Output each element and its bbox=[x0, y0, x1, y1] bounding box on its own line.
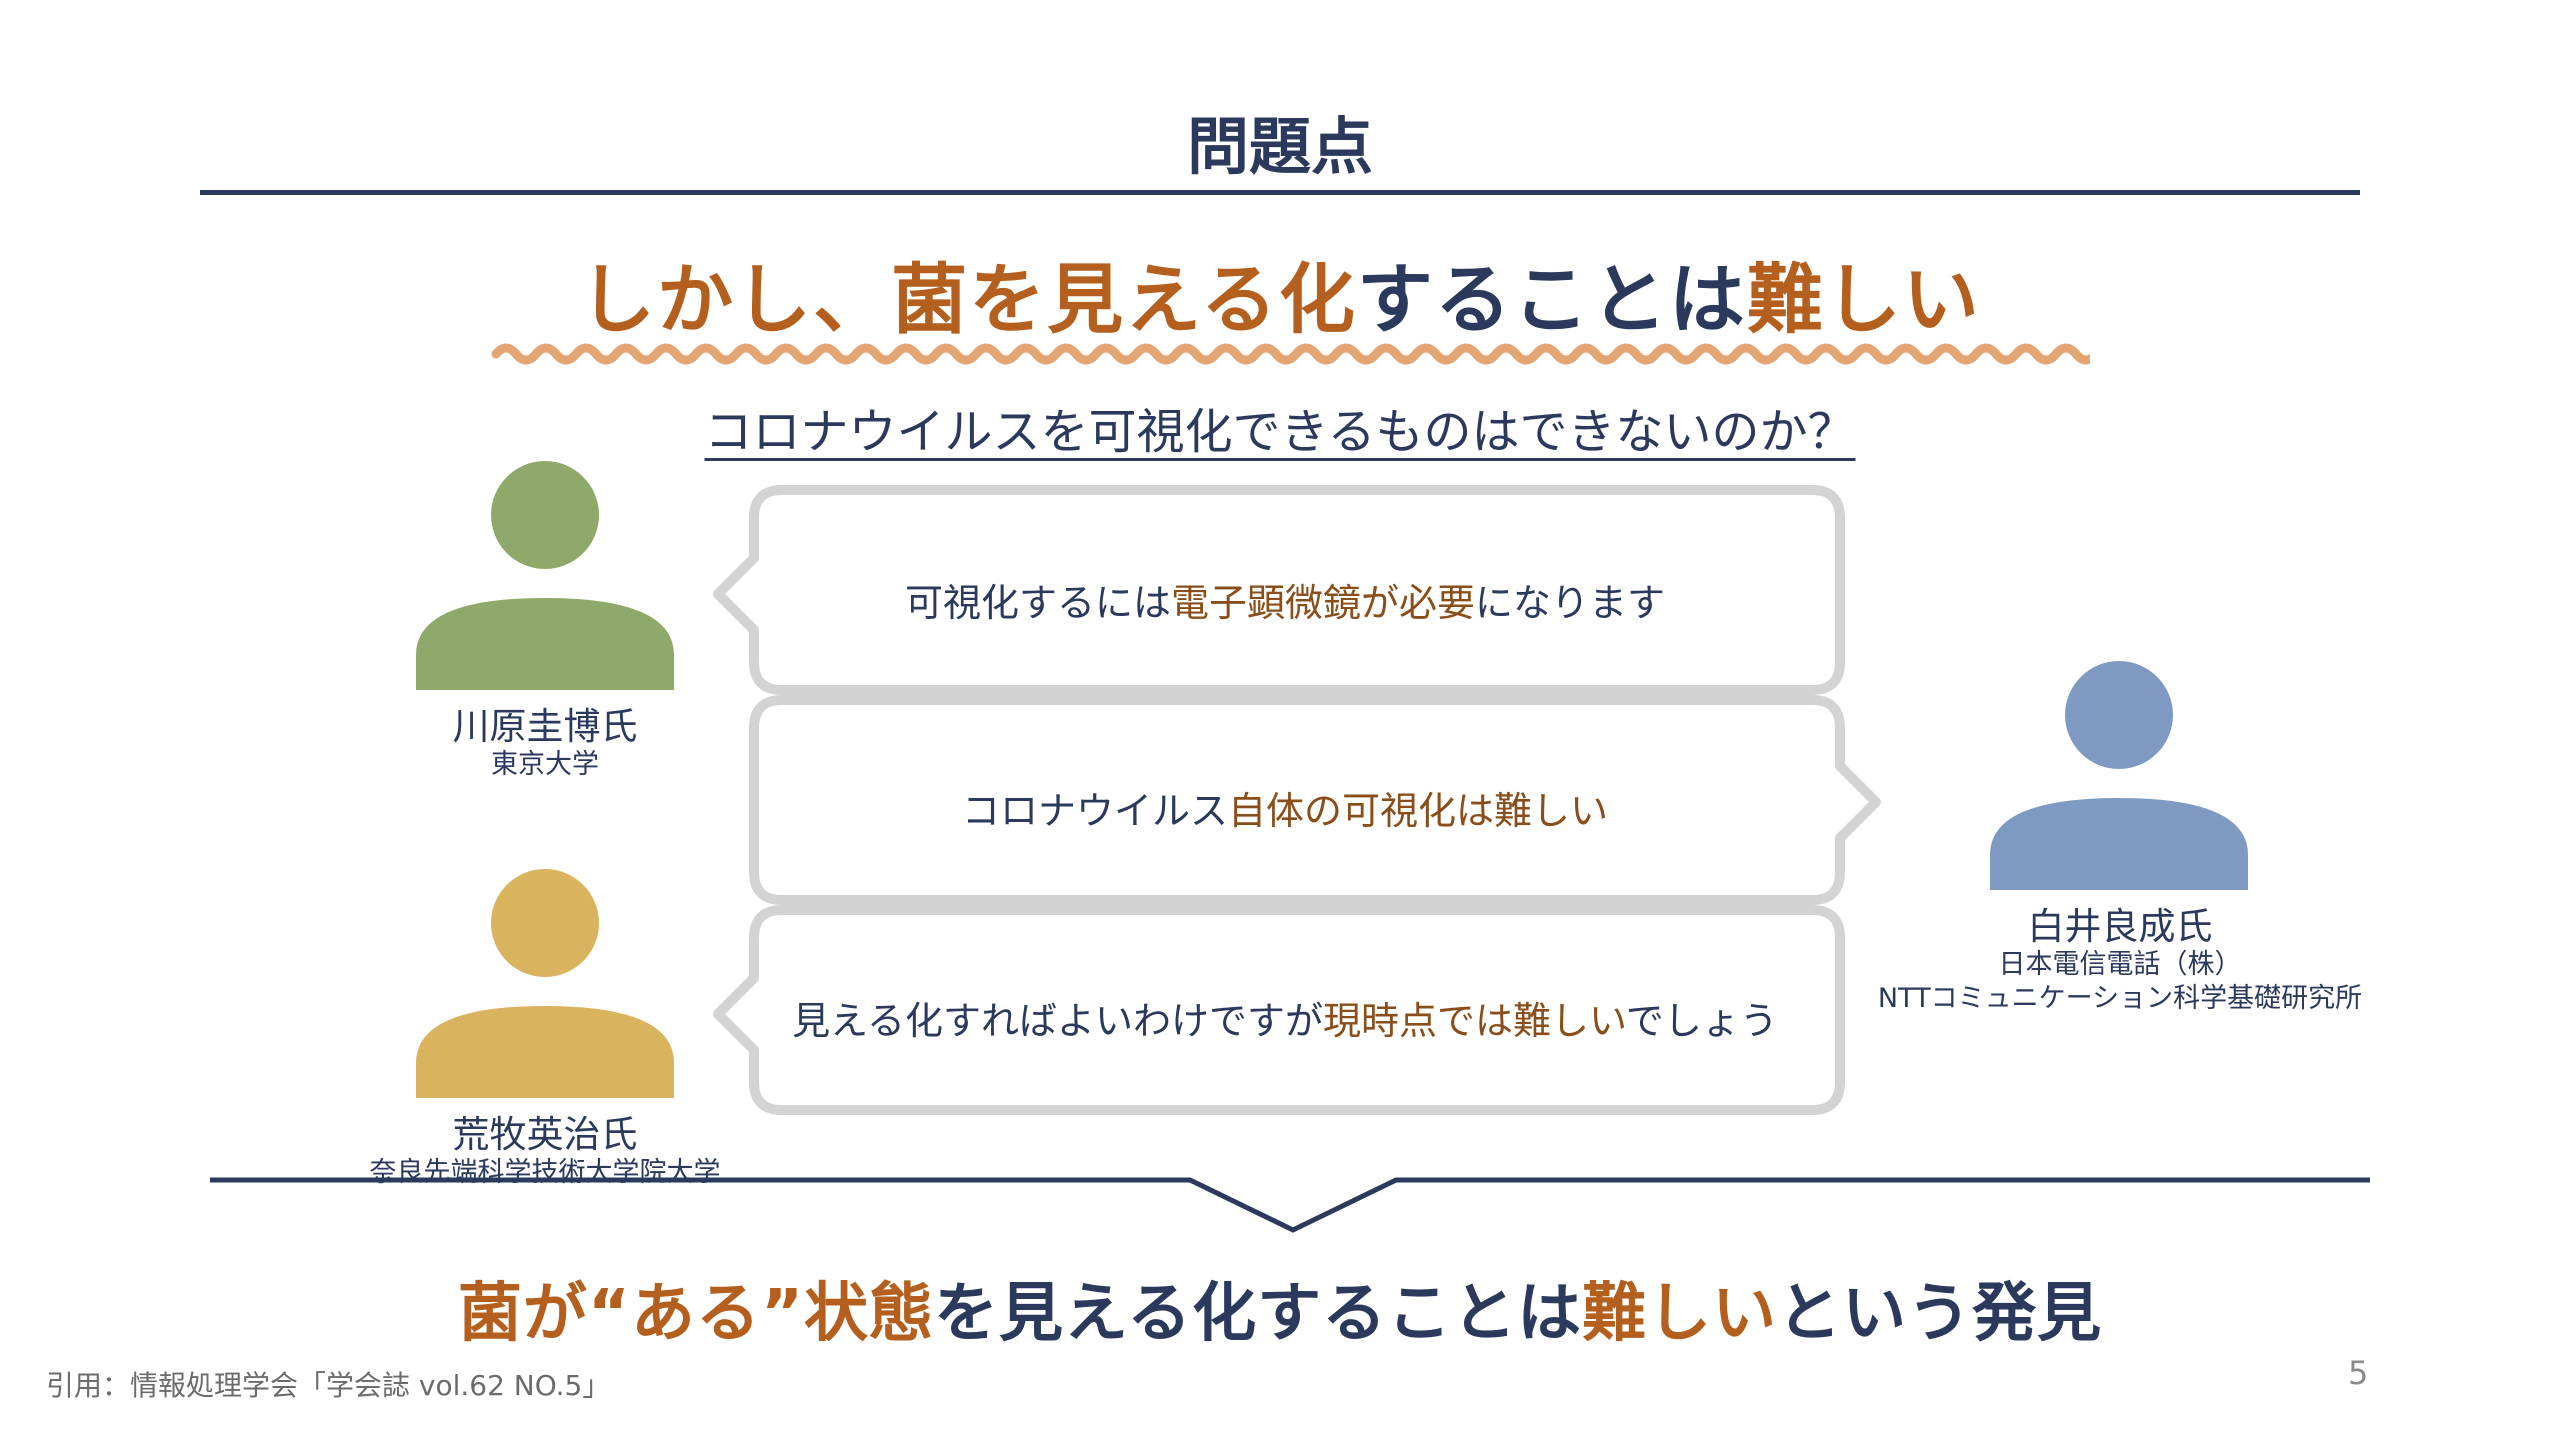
person-3-org-2: NTTコミュニケーション科学基礎研究所 bbox=[1877, 983, 2363, 1014]
speech-bubble-2 bbox=[749, 695, 1881, 905]
wavy-underline bbox=[491, 343, 2090, 365]
speech-bubble-3 bbox=[713, 905, 1845, 1115]
bubble-2-text: コロナウイルス自体の可視化は難しい bbox=[750, 780, 1820, 835]
title-divider bbox=[200, 190, 2360, 195]
bubble-1-pre: 可視化するには bbox=[904, 581, 1171, 625]
bubble-1-text: 可視化するには電子顕微鏡が必要になります bbox=[750, 572, 1820, 627]
citation: 引用：情報処理学会「学会誌 vol.62 NO.5」 bbox=[46, 1369, 611, 1402]
headline-part-4: 難しい bbox=[1746, 255, 1981, 344]
conclusion: 菌が“ある”状態を見える化することは難しいという発見 bbox=[0, 1262, 2560, 1354]
page-number: 5 bbox=[2348, 1354, 2369, 1392]
headline-part-1: しかし、 bbox=[579, 255, 892, 344]
bubble-2-highlight: 自体の可視化は難しい bbox=[1228, 789, 1609, 833]
person-2-name: 荒牧英治氏 bbox=[452, 1113, 638, 1156]
bubble-1-highlight: 電子顕微鏡が必要 bbox=[1170, 581, 1475, 625]
question-line: コロナウイルスを可視化できるものはできないのか？ bbox=[0, 392, 2560, 462]
conclusion-divider bbox=[210, 1177, 2370, 1233]
person-1-name: 川原圭博氏 bbox=[452, 705, 638, 748]
bubble-2-pre: コロナウイルス bbox=[961, 789, 1228, 833]
bubble-3-pre: 見える化すればよいわけですが bbox=[792, 999, 1323, 1043]
question-text: コロナウイルスを可視化できるものはできないのか？ bbox=[704, 404, 1856, 460]
person-1-org: 東京大学 bbox=[491, 749, 599, 780]
bubble-3-text: 見える化すればよいわけですが現時点では難しいでしょう bbox=[750, 990, 1820, 1045]
person-3-name: 白井良成氏 bbox=[2027, 905, 2213, 948]
person-icon-yellow bbox=[416, 869, 674, 1098]
conclusion-part-3: 難しい bbox=[1582, 1277, 1778, 1351]
conclusion-part-2: を見える化することは bbox=[934, 1277, 1583, 1351]
headline-part-2: 菌を見える化 bbox=[891, 255, 1357, 344]
headline-part-3: することは bbox=[1356, 255, 1747, 344]
person-3-org-1: 日本電信電話（株） bbox=[1998, 949, 2242, 980]
conclusion-part-4: という発見 bbox=[1777, 1277, 2103, 1351]
slide-title: 問題点 bbox=[1186, 110, 1373, 183]
bubble-1-post: になります bbox=[1475, 581, 1666, 625]
headline: しかし、菌を見える化することは難しい bbox=[0, 238, 2560, 348]
person-2-org: 奈良先端科学技術大学院大学 bbox=[369, 1157, 721, 1188]
person-icon-blue bbox=[1990, 661, 2248, 890]
bubble-3-post: でしょう bbox=[1625, 999, 1778, 1043]
speech-bubble-1 bbox=[713, 485, 1845, 695]
conclusion-part-1: 菌が“ある”状態 bbox=[457, 1277, 935, 1351]
bubble-3-highlight: 現時点では難しい bbox=[1322, 999, 1626, 1043]
person-icon-green bbox=[416, 461, 674, 690]
